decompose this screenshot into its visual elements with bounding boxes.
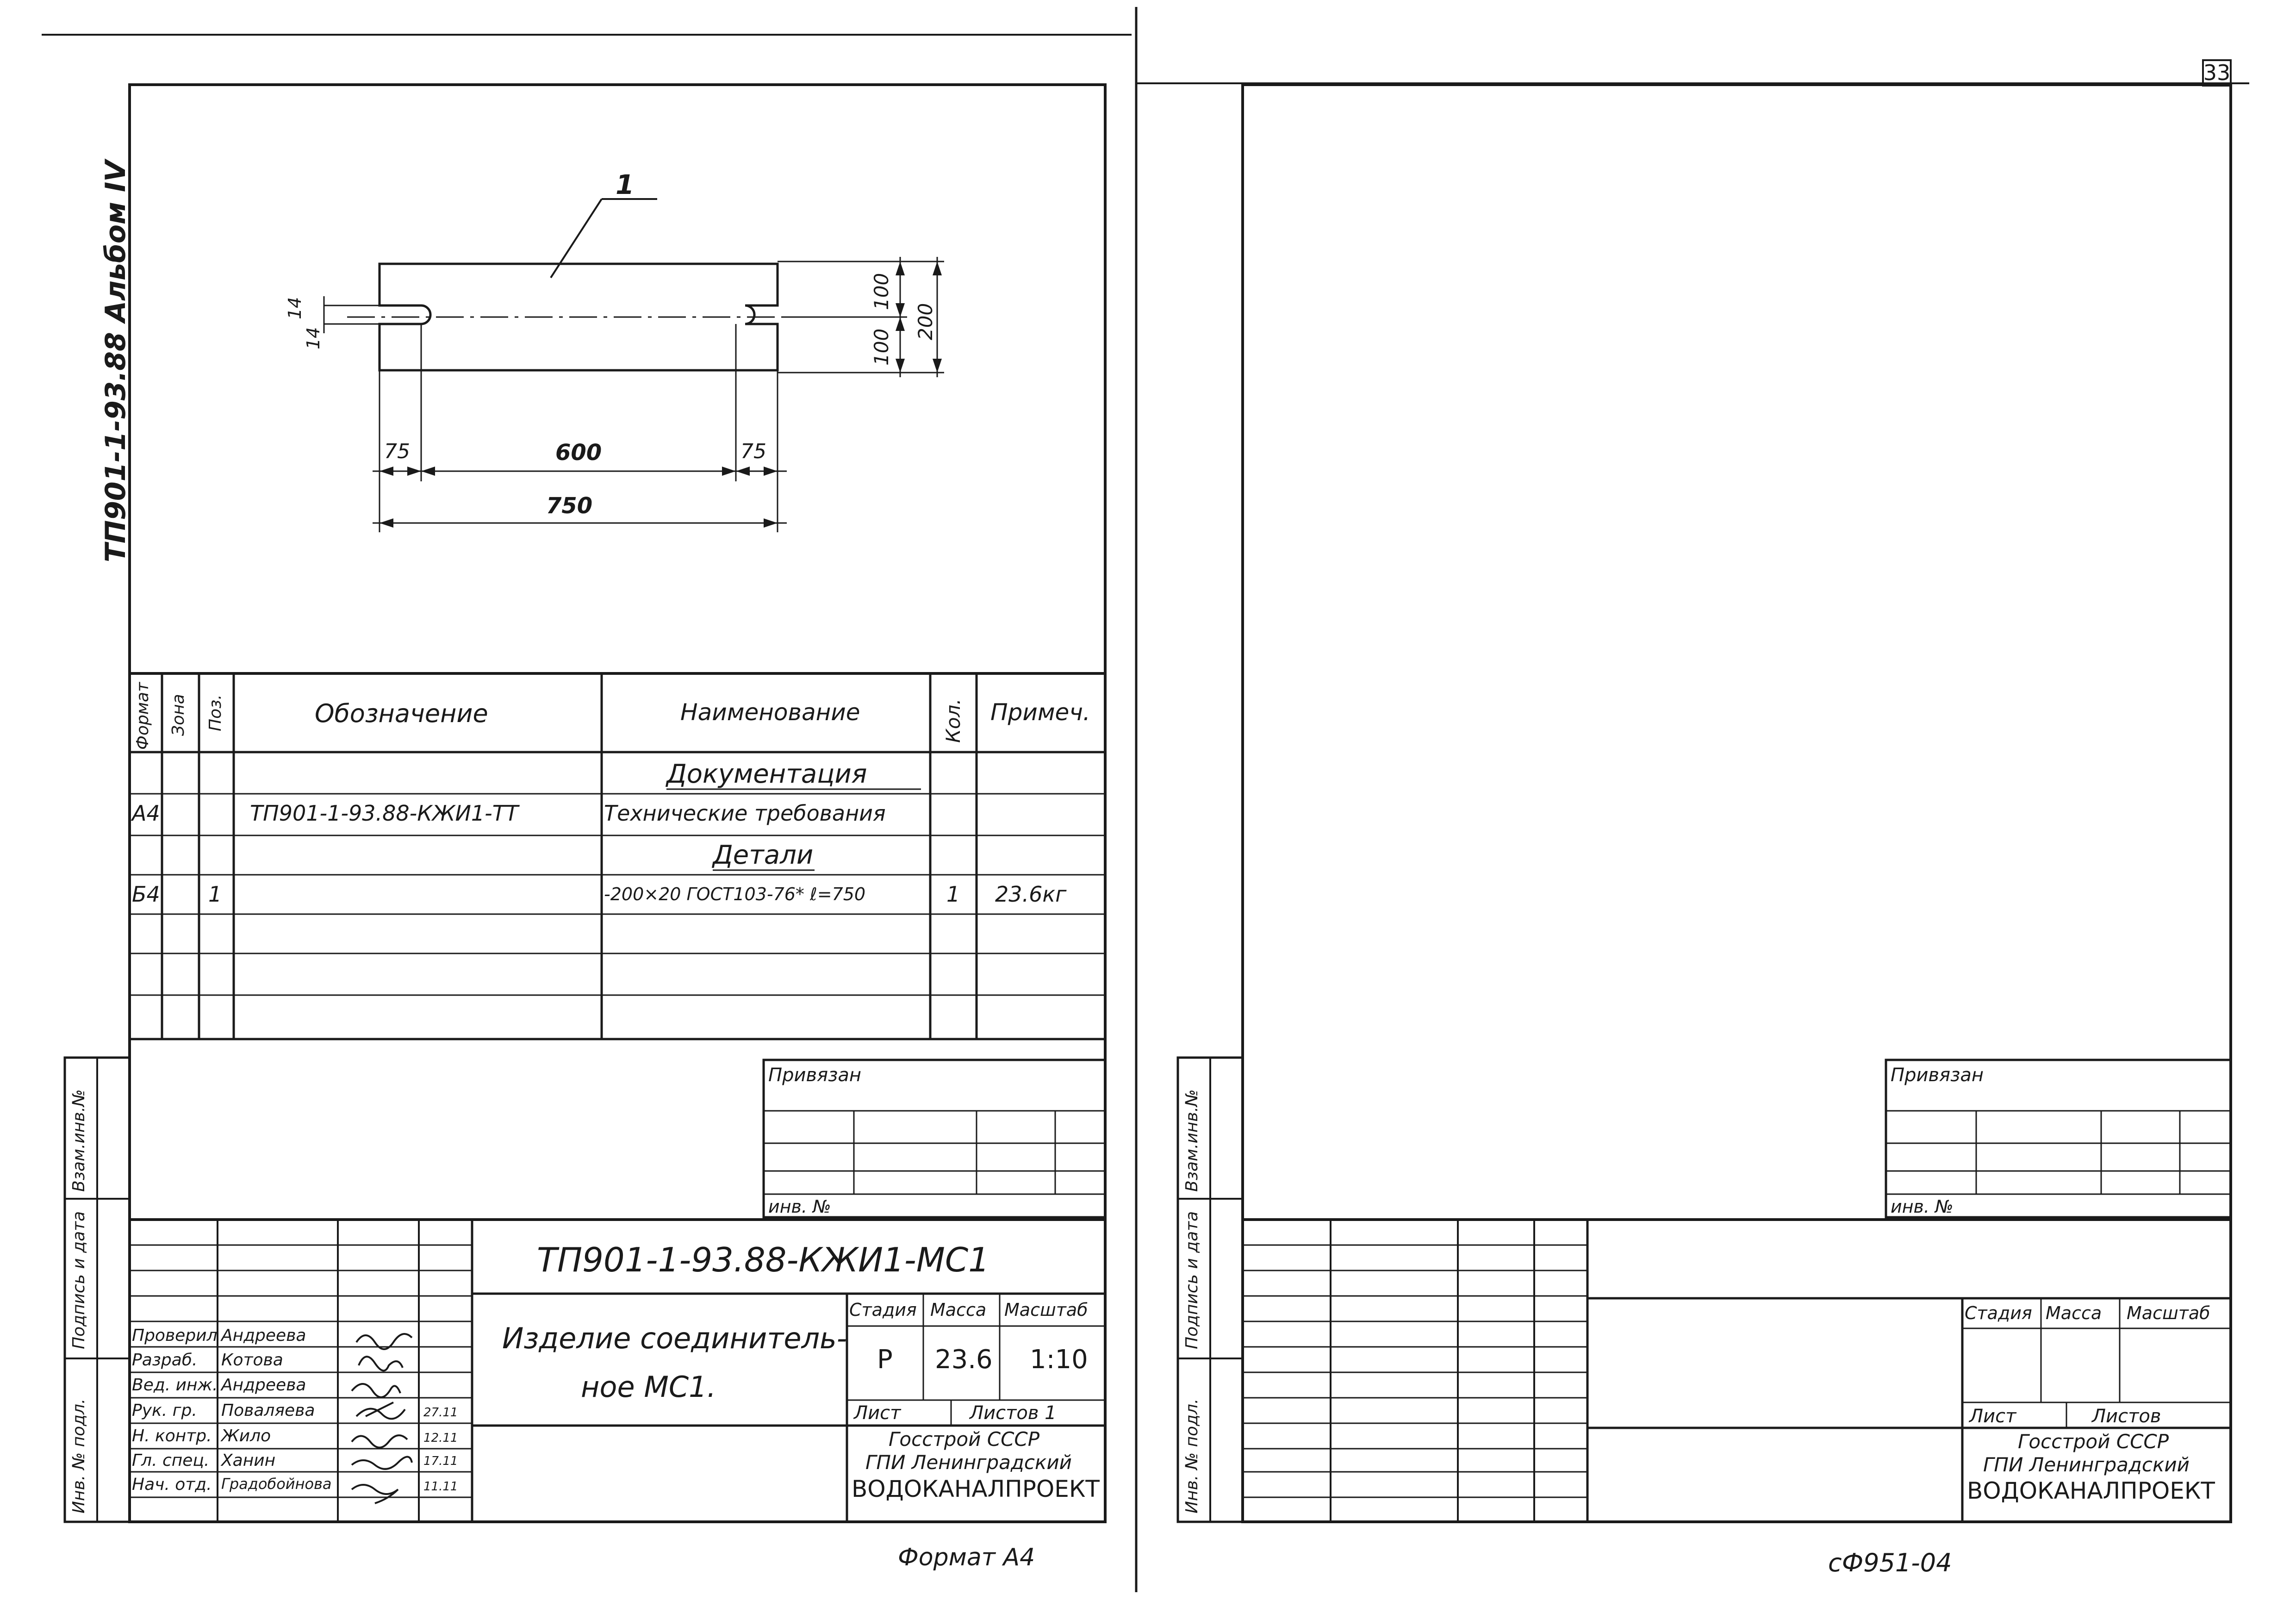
col-header-zone: Зона	[169, 694, 188, 736]
dim-slot-width-lower: 14	[303, 327, 324, 349]
org-line3-right: ВОДОКАНАЛПРОЕКТ	[1967, 1477, 2215, 1504]
binding-inv-label-right: инв. №	[1891, 1196, 1954, 1217]
sheet-label: Лист	[854, 1402, 901, 1424]
mass-label: Масса	[930, 1300, 987, 1320]
side-stamp-inv-orig: Инв. № подл.	[69, 1398, 88, 1513]
table-row-designation: ТП901-1-93.88-КЖИ1-ТТ	[250, 801, 518, 826]
section-documentation: Документация	[666, 759, 867, 789]
binding-label: Привязан	[768, 1065, 862, 1086]
table-row-qty: 1	[946, 882, 960, 907]
signature-role: Нач. отд.	[132, 1475, 212, 1494]
signature-name: Ханин	[221, 1451, 276, 1470]
signature-role: Проверил	[132, 1326, 218, 1345]
org-line2-right: ГПИ Ленинградский	[1983, 1453, 2190, 1476]
col-header-note: Примеч.	[990, 699, 1090, 726]
dim-end-right: 75	[740, 440, 766, 463]
dim-half-bottom: 100	[870, 328, 893, 366]
signature-name: Градобойнова	[221, 1475, 332, 1493]
album-code: ТП901-1-93.88 Альбом IV	[100, 160, 132, 562]
binding-label-right: Привязан	[1891, 1065, 1984, 1086]
stage-label-right: Стадия	[1965, 1303, 2032, 1323]
signature-role: Рук. гр.	[132, 1401, 197, 1420]
col-header-pos: Поз.	[206, 694, 225, 731]
scale-value: 1:10	[1030, 1345, 1088, 1375]
stage-value: Р	[877, 1345, 893, 1375]
scale-label: Масштаб	[1004, 1300, 1088, 1320]
signature-name: Андреева	[221, 1326, 306, 1345]
signature-role: Разраб.	[132, 1351, 198, 1370]
footer-code: сФ951-04	[1828, 1548, 1952, 1577]
dim-middle: 600	[555, 440, 602, 466]
table-row-name: -200×20 ГОСТ103-76* ℓ=750	[604, 884, 866, 904]
binding-inv-label: инв. №	[768, 1196, 831, 1217]
table-row-pos: 1	[208, 882, 222, 907]
dim-length: 750	[546, 493, 593, 519]
section-details: Детали	[713, 840, 814, 870]
sheet-label-right: Лист	[1969, 1406, 2016, 1427]
page-number: 33	[2203, 60, 2231, 85]
table-row-format: А4	[132, 801, 160, 826]
signature-role: Вед. инж.	[132, 1376, 218, 1395]
signature-name: Андреева	[221, 1376, 306, 1395]
dim-end-left: 75	[384, 440, 410, 463]
signature-role: Гл. спец.	[132, 1451, 210, 1470]
format-note: Формат А4	[898, 1544, 1035, 1571]
table-row-format: Б4	[132, 882, 160, 907]
col-header-designation: Обозначение	[315, 699, 488, 728]
sheets-label: Листов 1	[970, 1402, 1057, 1424]
sheets-label-right: Листов	[2092, 1406, 2161, 1427]
signature-name: Котова	[221, 1351, 283, 1370]
signature-name: Поваляева	[221, 1401, 315, 1420]
table-row-note: 23.6кг	[995, 882, 1067, 907]
product-name-line1: Изделие соединитель-	[502, 1321, 847, 1355]
product-name-line2: ное МС1.	[581, 1370, 716, 1404]
side-stamp-replace-inv: Взам.инв.№	[69, 1089, 88, 1192]
org-line2: ГПИ Ленинградский	[865, 1451, 1072, 1474]
position-label: 1	[616, 169, 635, 200]
dim-height: 200	[914, 303, 937, 340]
mass-value: 23.6	[935, 1345, 993, 1375]
org-line1-right: Госстрой СССР	[2018, 1430, 2169, 1453]
org-line3: ВОДОКАНАЛПРОЕКТ	[852, 1476, 1100, 1502]
side-stamp-inv-orig-right: Инв. № подл.	[1182, 1398, 1201, 1513]
side-stamp-replace-inv-right: Взам.инв.№	[1182, 1089, 1201, 1192]
mass-label-right: Масса	[2046, 1303, 2102, 1323]
signature-name: Жило	[221, 1426, 271, 1445]
col-header-qty: Кол.	[942, 698, 964, 743]
stage-label: Стадия	[849, 1300, 917, 1320]
signature-role: Н. контр.	[132, 1426, 212, 1445]
scale-label-right: Масштаб	[2127, 1303, 2210, 1323]
col-header-name: Наименование	[680, 699, 860, 726]
side-stamp-sign-date: Подпись и дата	[69, 1211, 88, 1349]
table-row-name: Технические требования	[604, 801, 886, 826]
page-number-box: 33	[2203, 60, 2231, 86]
doc-code: ТП901-1-93.88-КЖИ1-МС1	[537, 1240, 989, 1279]
dim-half-top: 100	[870, 273, 893, 310]
dim-slot-width: 14	[285, 297, 305, 319]
side-stamp-sign-date-right: Подпись и дата	[1182, 1211, 1201, 1349]
org-line1: Госстрой СССР	[889, 1428, 1040, 1451]
col-header-format: Формат	[133, 682, 152, 750]
